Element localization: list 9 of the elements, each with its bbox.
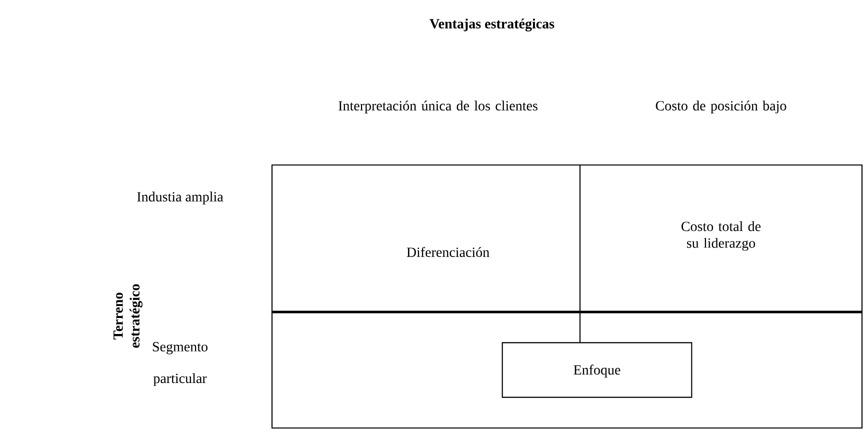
row-label: Segmento particular (152, 342, 208, 386)
title: Ventajas estratégicas (430, 18, 554, 32)
column-header: Costo de posición bajo (656, 100, 786, 114)
row-label: Industia amplia (137, 192, 224, 204)
cell-text: Diferenciación (406, 247, 490, 257)
axis-label: Terreno estratégico (114, 284, 142, 348)
column-header: Interpretación única de los clientes (338, 100, 538, 114)
cell-text: Costo total de su liderazgo (682, 221, 761, 251)
enfoque-box: Enfoque (502, 342, 692, 398)
